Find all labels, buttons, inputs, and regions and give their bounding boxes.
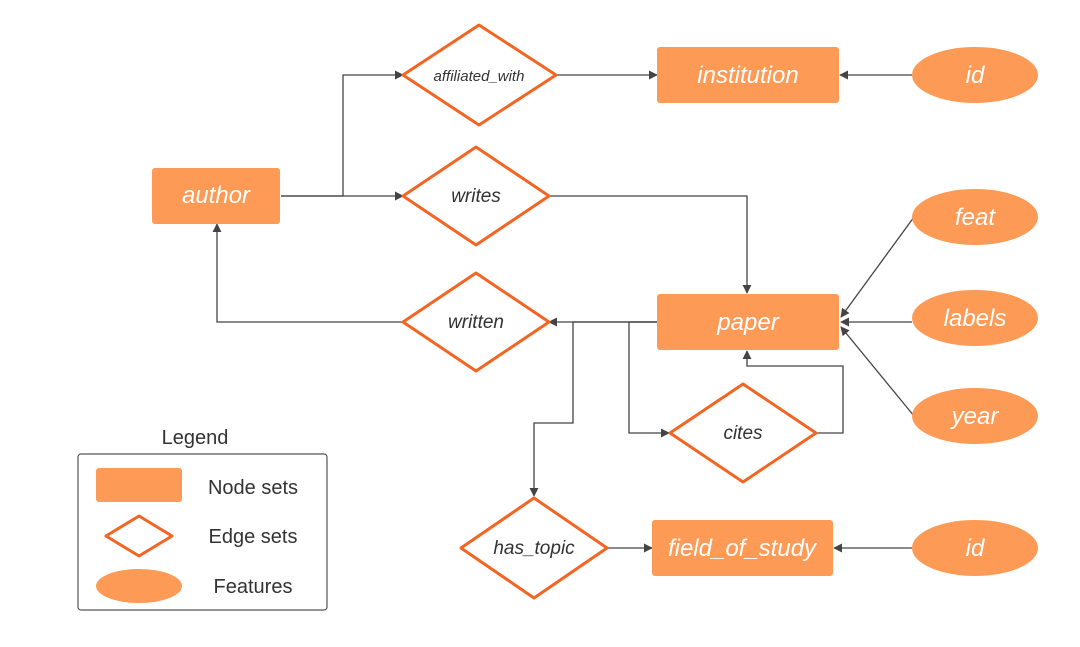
- connector-written-author: [212, 223, 403, 323]
- legend-feature-swatch: [96, 569, 182, 603]
- legend-features-label: Features: [214, 576, 293, 598]
- node-institution: institution: [657, 47, 839, 103]
- legend-edge-sets-label: Edge sets: [209, 526, 298, 548]
- edge-has-topic-label: has_topic: [493, 538, 575, 559]
- node-author-label: author: [182, 182, 251, 209]
- edge-writes-label: writes: [451, 186, 501, 207]
- edge-cites-label: cites: [723, 423, 763, 444]
- node-institution-label: institution: [697, 62, 798, 89]
- feature-labels-label: labels: [944, 305, 1007, 332]
- connector-author-affiliated: [281, 70, 404, 197]
- legend-edge-swatch: [104, 514, 174, 558]
- feature-year-label: year: [950, 403, 1000, 430]
- feature-institution-id: id: [912, 47, 1038, 103]
- legend-node-sets-label: Node sets: [208, 477, 298, 499]
- connector-writes-paper: [549, 195, 752, 294]
- feature-field-id-label: id: [966, 535, 985, 562]
- connector-year-paper: [840, 326, 915, 417]
- node-field-of-study: field_of_study: [652, 520, 833, 576]
- edge-cites: cites: [668, 382, 818, 484]
- legend-title: Legend: [162, 427, 229, 449]
- edge-affiliated-with-label: affiliated_with: [434, 68, 525, 85]
- edge-has-topic: has_topic: [459, 496, 609, 600]
- feature-labels: labels: [912, 290, 1038, 346]
- node-author: author: [152, 168, 280, 224]
- feature-institution-id-label: id: [966, 62, 985, 89]
- node-paper-label: paper: [716, 309, 779, 336]
- node-field-of-study-label: field_of_study: [668, 535, 818, 562]
- feature-field-id: id: [912, 520, 1038, 576]
- edge-written: written: [401, 271, 551, 373]
- connector-paper-has-topic: [529, 321, 657, 497]
- connector-cites-paper: [742, 350, 844, 434]
- edge-affiliated-with: affiliated_with: [401, 23, 558, 127]
- legend: Legend Node sets Edge sets Features: [77, 427, 328, 611]
- edge-writes: writes: [401, 145, 551, 247]
- edge-written-label: written: [448, 312, 504, 333]
- node-paper: paper: [657, 294, 839, 350]
- feature-year: year: [912, 388, 1038, 444]
- feature-feat-label: feat: [955, 204, 996, 231]
- feature-feat: feat: [912, 189, 1038, 245]
- legend-node-swatch: [96, 468, 182, 502]
- connector-feat-paper: [840, 216, 915, 318]
